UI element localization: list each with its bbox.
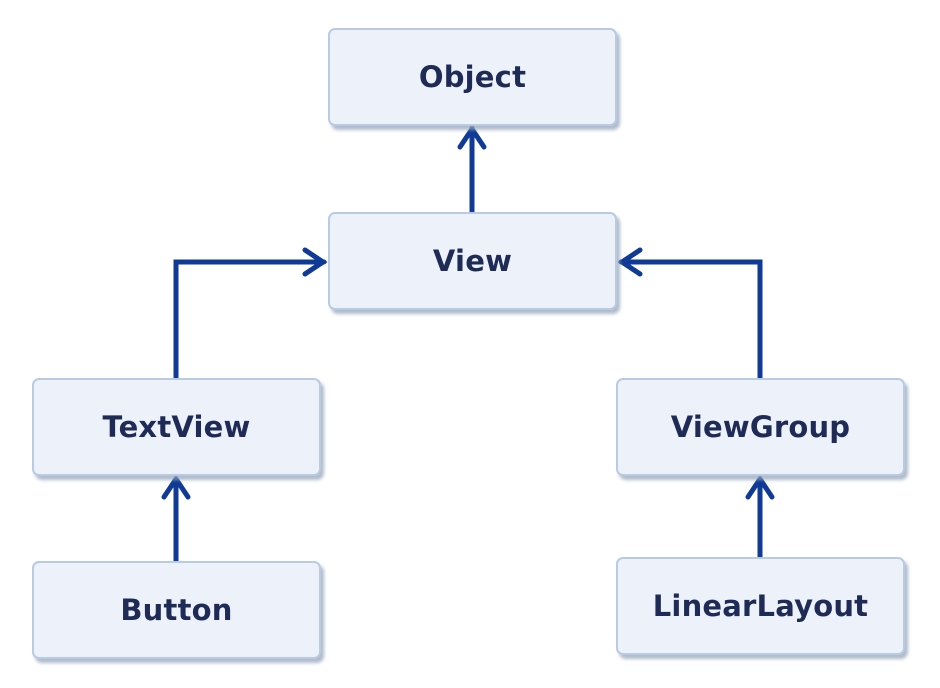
node-object-label: Object [418,60,527,94]
node-object: Object [328,28,617,126]
arrow-viewgroup-to-view [617,247,763,381]
node-view: View [328,212,617,310]
node-linearlayout-label: LinearLayout [652,589,869,623]
arrow-textview-to-view [173,247,328,381]
node-button-label: Button [120,593,233,627]
arrow-view-to-object [457,124,487,215]
node-viewgroup-label: ViewGroup [670,410,851,444]
node-button: Button [32,561,321,659]
node-view-label: View [432,244,513,278]
node-textview-label: TextView [102,410,251,444]
node-textview: TextView [32,378,321,476]
node-linearlayout: LinearLayout [616,557,905,655]
arrow-linearlayout-to-viewgroup [745,474,775,560]
node-viewgroup: ViewGroup [616,378,905,476]
arrow-button-to-textview [161,474,191,564]
